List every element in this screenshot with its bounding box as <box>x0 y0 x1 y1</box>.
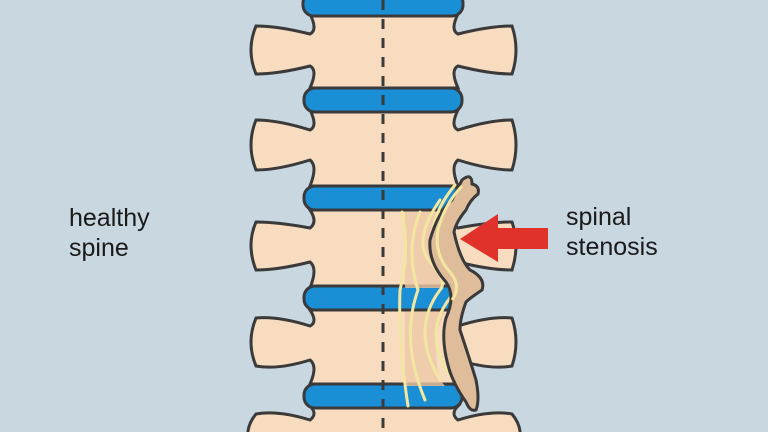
nerve-fiber <box>398 210 410 408</box>
nerve-fiber <box>409 210 427 402</box>
vertebra-1 <box>249 12 518 90</box>
healthy-label-line2: spine <box>69 234 129 262</box>
stenosis-label-line1: spinal <box>566 203 632 231</box>
healthy-spine-label: healthy spine <box>69 203 150 263</box>
spinal-canal-shading <box>405 212 445 386</box>
spinal-stenosis-label: spinal stenosis <box>566 202 658 262</box>
stenosis-inner-edge <box>435 184 464 301</box>
healthy-label-line1: healthy <box>69 204 150 232</box>
nerve-fiber <box>421 198 444 382</box>
stenosis-arrow-icon <box>460 214 548 262</box>
stenosis-label-line2: stenosis <box>566 233 658 261</box>
